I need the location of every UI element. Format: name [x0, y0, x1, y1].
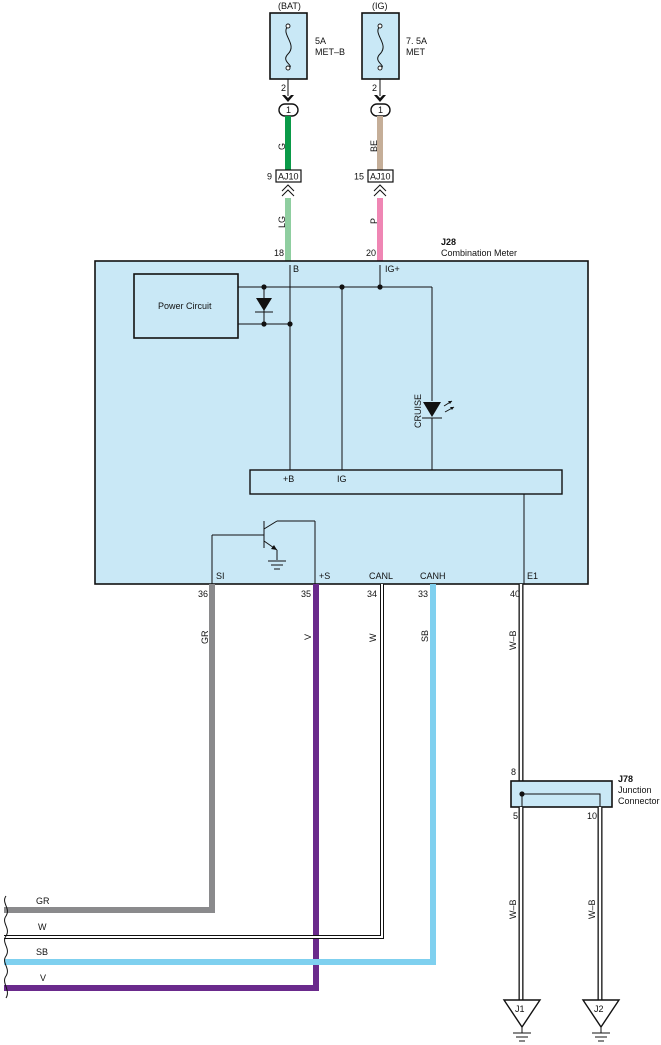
connector-1-ig-pin: 1: [378, 105, 383, 115]
ic-plus-b-label: +B: [283, 474, 294, 484]
junction-aj10-left-label: AJ10: [278, 172, 299, 182]
terminal-e1: E1: [527, 571, 538, 581]
j78-name-line2: Connector: [618, 796, 660, 806]
pin-35: 35: [301, 589, 311, 599]
wire-sb-label: SB: [420, 630, 430, 642]
terminal-plus-s: +S: [319, 571, 330, 581]
fuse-met: (IG) 7. 5A MET 2: [361, 1, 427, 93]
junction-aj10-right-label: AJ10: [370, 172, 391, 182]
junction-aj10-left: AJ10 9: [267, 169, 302, 183]
wire-gr: [4, 584, 215, 913]
terminal-si: SI: [216, 571, 225, 581]
junction-aj10-right: AJ10 15: [354, 169, 394, 183]
ground-wire-right-label: W–B: [587, 899, 597, 919]
wire-be-label: BE: [369, 140, 379, 152]
power-circuit-label: Power Circuit: [158, 301, 212, 311]
left-label-gr: GR: [36, 896, 50, 906]
fuse-met-b-symbol: [285, 25, 292, 69]
ic-block: [249, 469, 563, 495]
wire-v-label: V: [303, 634, 313, 640]
j78-id: J78: [618, 774, 633, 784]
left-label-w: W: [38, 922, 47, 932]
left-label-v: V: [40, 973, 46, 983]
pin-20: 20: [366, 248, 376, 258]
ground-icon: [268, 560, 286, 570]
wire-sb: [4, 584, 436, 965]
diode-icon: [255, 298, 273, 313]
j78-pin-in: 8: [511, 767, 516, 777]
transistor-icon: [211, 520, 316, 584]
wire-w-label: W: [368, 633, 378, 642]
junction-aj10-left-pin: 9: [267, 172, 272, 182]
fuse-met-name: MET: [406, 47, 426, 57]
wire-lg-label: LG: [277, 216, 287, 228]
ground-wire-left-label: W–B: [508, 899, 518, 919]
fuse-met-b-rating: 5A: [315, 36, 326, 46]
pin-40: 40: [510, 589, 520, 599]
ground-j1-label: J1: [515, 1004, 525, 1014]
double-chevron-icon: [373, 184, 387, 197]
terminal-canh: CANH: [420, 571, 446, 581]
left-label-sb: SB: [36, 947, 48, 957]
double-chevron-icon: [281, 184, 295, 197]
fuse-met-b-pin: 2: [281, 83, 286, 93]
terminal-ig-plus: IG+: [385, 264, 400, 274]
pin-18: 18: [274, 248, 284, 258]
connector-1-bat-pin: 1: [286, 105, 291, 115]
ground-j1: J1: [502, 999, 542, 1042]
connector-1-bat: 1: [278, 103, 299, 117]
fuse-met-symbol: [377, 25, 384, 69]
fuse-met-rating: 7. 5A: [406, 36, 427, 46]
fuse-met-b: (BAT) 5A MET–B 2: [269, 1, 345, 93]
meter-name: Combination Meter: [441, 248, 517, 258]
fuse-met-b-name: MET–B: [315, 47, 345, 57]
wire-gr-label: GR: [200, 630, 210, 644]
wire-w-b-label: W–B: [508, 630, 518, 650]
fuse-met-pin: 2: [372, 83, 377, 93]
fuse-met-b-source: (BAT): [278, 1, 301, 11]
connector-arrow-icon: [374, 95, 386, 102]
cruise-led-icon: [422, 400, 455, 419]
pin-33: 33: [418, 589, 428, 599]
j78-pin-right: 10: [587, 811, 597, 821]
fuse-met-source: (IG): [372, 1, 388, 11]
cruise-label: CRUISE: [413, 394, 423, 428]
ground-j2-label: J2: [594, 1004, 604, 1014]
meter-id: J28: [441, 237, 456, 247]
pin-34: 34: [367, 589, 377, 599]
wire-v: [4, 584, 319, 991]
connector-1-ig: 1: [370, 103, 391, 117]
j78-name-line1: Junction: [618, 785, 652, 795]
pin-36: 36: [198, 589, 208, 599]
j78-pin-left: 5: [513, 811, 518, 821]
power-circuit-box: [133, 273, 239, 339]
terminal-canl: CANL: [369, 571, 393, 581]
connector-arrow-icon: [282, 95, 294, 102]
terminal-b: B: [293, 264, 299, 274]
wire-g-label: G: [277, 143, 287, 150]
ic-ig-label: IG: [337, 474, 347, 484]
wire-p-label: P: [369, 218, 379, 224]
junction-aj10-right-pin: 15: [354, 172, 364, 182]
ground-j2: J2: [581, 999, 621, 1042]
break-line-icon: [4, 895, 8, 999]
wire-w: [4, 584, 384, 939]
